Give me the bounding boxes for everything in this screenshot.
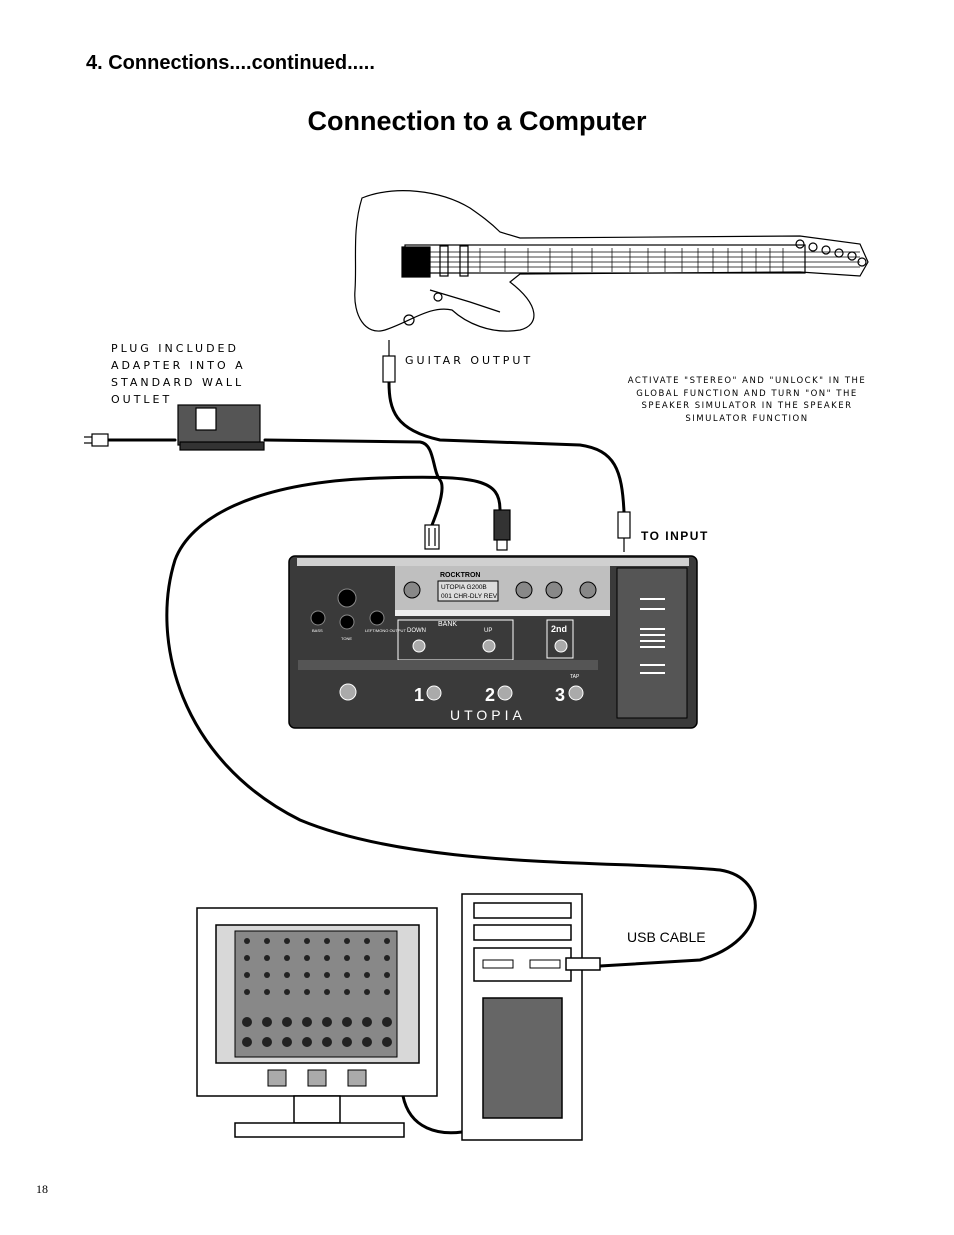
guitar-output-label: guitar output [405, 354, 534, 367]
bank-label: BANK [438, 621, 457, 628]
knob-output-label: LEFT/MONO OUTPUT [365, 628, 406, 633]
second-label: 2nd [551, 624, 567, 634]
usb-connector [493, 509, 511, 551]
guitar-illustration [354, 190, 869, 332]
to-input-label: TO INPUT [641, 529, 709, 543]
foot-controller: ROCKTRON UTOPIA G200B 001 CHR-DLY REV BA… [288, 555, 698, 729]
power-connector [424, 524, 440, 550]
activate-instruction: activate "stereo" and "unlock" in the gl… [627, 376, 867, 424]
down-label: DOWN [407, 628, 426, 634]
guitar-jack [382, 340, 396, 383]
page-title: Connection to a Computer [307, 106, 647, 136]
display-line-1: UTOPIA G200B [441, 584, 487, 591]
computer-tower [461, 893, 601, 1141]
cables [106, 380, 757, 1135]
tap-label: TAP [570, 674, 580, 680]
switch-2-label: 2 [485, 685, 495, 705]
brand-text: ROCKTRON [440, 572, 480, 579]
adapter-instruction: plug included adapter into a standard wa… [111, 342, 246, 406]
switch-1-label: 1 [414, 685, 424, 705]
display-line-2: 001 CHR-DLY REV [441, 593, 498, 600]
power-adapter [177, 404, 265, 451]
page-number: 18 [36, 1182, 48, 1196]
input-jack [617, 511, 631, 552]
up-label: UP [484, 628, 492, 634]
knob-bass-label: BASS [312, 628, 323, 633]
switch-3-label: 3 [555, 685, 565, 705]
computer-monitor [196, 907, 438, 1138]
section-heading: 4. Connections....continued..... [86, 52, 375, 74]
knob-tone-label: TONE [341, 636, 352, 641]
usb-cable-label: USB CABLE [627, 929, 706, 945]
power-plug [84, 433, 109, 447]
model-name: UTOPIA [450, 707, 526, 723]
